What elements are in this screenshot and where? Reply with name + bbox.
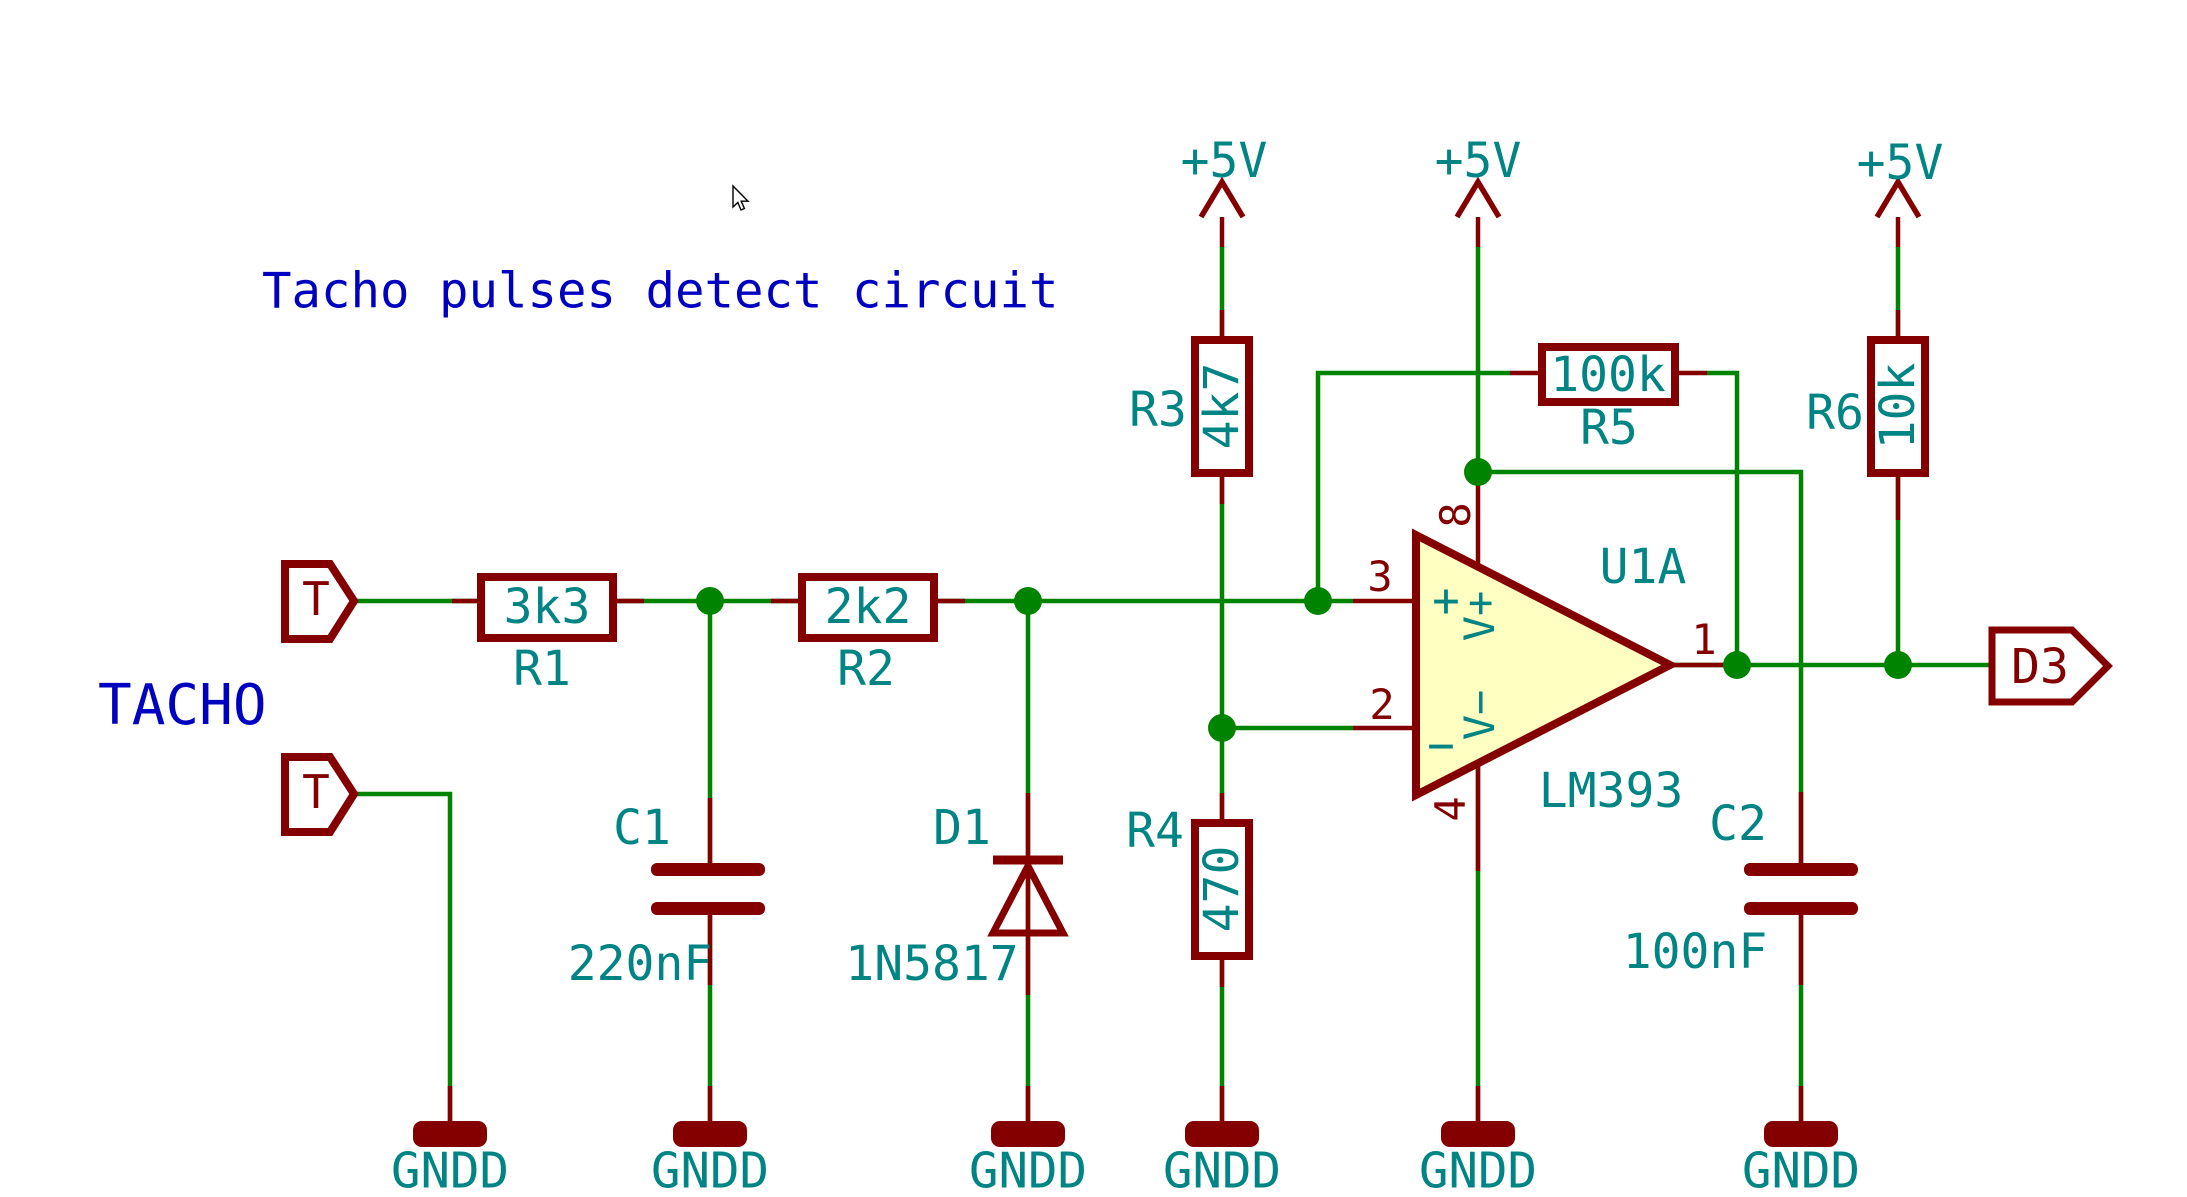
opamp-body[interactable] (1412, 528, 1679, 802)
capacitor-c2[interactable] (1744, 863, 1858, 915)
gnd-bar (413, 1121, 487, 1147)
resistor-r3 (1191, 336, 1253, 477)
gnd-bar (991, 1121, 1065, 1147)
opamp-vminus-marker: V− (1455, 689, 1504, 741)
pin-number-2: 2 (1369, 680, 1395, 729)
connector-d3[interactable] (1988, 626, 2113, 706)
pin-number-8: 8 (1431, 502, 1480, 528)
connector-t-bottom[interactable] (281, 753, 359, 836)
connector-t-top-label: T (302, 572, 330, 626)
ground-label[interactable]: GNDD (1418, 1142, 1538, 1197)
power-label-opamp[interactable]: +5V (1434, 133, 1522, 189)
wire-feedback-left[interactable] (1315, 370, 1510, 601)
pin-number-3: 3 (1367, 552, 1393, 601)
diode-d1[interactable] (987, 855, 1069, 937)
power-label-r3[interactable]: +5V (1180, 133, 1268, 189)
connector-t-bottom-label: T (302, 765, 330, 819)
capacitor-c1[interactable] (651, 863, 765, 915)
connector-t-top[interactable] (281, 560, 359, 643)
r5-ref[interactable]: R5 (1580, 400, 1638, 456)
resistor-r1 (477, 573, 617, 642)
resistor-bodies[interactable] (477, 336, 1929, 960)
pin-number-4: 4 (1426, 796, 1475, 822)
r4-value[interactable]: 470 (1194, 845, 1250, 933)
resistor-r5 (1538, 343, 1679, 406)
opamp-plus-marker: + (1432, 573, 1460, 627)
connector-d3-label: D3 (2011, 639, 2069, 695)
sheet-title[interactable]: Tacho pulses detect circuit (262, 262, 1059, 320)
u1-part[interactable]: LM393 (1538, 763, 1684, 819)
resistor-r4 (1191, 819, 1253, 960)
r1-value[interactable]: 3k3 (503, 579, 591, 635)
r1-ref[interactable]: R1 (513, 641, 571, 697)
ground-label[interactable]: GNDD (1741, 1142, 1861, 1197)
net-label-tacho[interactable]: TACHO (98, 673, 267, 738)
c1-ref[interactable]: C1 (613, 800, 671, 856)
gnd-bar (673, 1121, 747, 1147)
d1-value[interactable]: 1N5817 (845, 936, 1019, 992)
gnd-bar (1441, 1121, 1515, 1147)
resistor-r6 (1867, 336, 1929, 477)
power-arrow-icon (1874, 176, 1922, 219)
r3-ref[interactable]: R3 (1129, 382, 1187, 438)
ground-label[interactable]: GNDD (390, 1142, 510, 1197)
opamp-minus-marker: − (1427, 718, 1455, 772)
ground-label[interactable]: GNDD (968, 1142, 1088, 1197)
r6-value[interactable]: 10k (1870, 362, 1926, 450)
c2-ref[interactable]: C2 (1709, 796, 1767, 852)
ground-symbols[interactable] (413, 1121, 1838, 1147)
opamp-vplus-marker: V+ (1455, 590, 1504, 642)
r2-ref[interactable]: R2 (837, 641, 895, 697)
gnd-bar (1764, 1121, 1838, 1147)
ground-label[interactable]: GNDD (650, 1142, 770, 1197)
power-arrow-icon (1198, 176, 1246, 219)
d1-ref[interactable]: D1 (933, 800, 991, 856)
cursor-pointer-icon (732, 184, 750, 211)
wire-tacho-return[interactable] (354, 791, 453, 1121)
c2-value[interactable]: 100nF (1622, 924, 1768, 980)
u1-ref[interactable]: U1A (1599, 539, 1687, 595)
wire-feedback-right[interactable] (1707, 370, 1740, 665)
wire-vcc-branch[interactable] (1478, 469, 1804, 863)
ground-label[interactable]: GNDD (1162, 1142, 1282, 1197)
c1-value[interactable]: 220nF (567, 936, 713, 992)
gnd-bar (1185, 1121, 1259, 1147)
resistor-r2 (798, 573, 938, 642)
power-label-r6[interactable]: +5V (1856, 135, 1944, 191)
r4-ref[interactable]: R4 (1126, 803, 1184, 859)
component-pins (447, 217, 1901, 1121)
pin-number-1: 1 (1691, 615, 1717, 664)
power-arrows[interactable] (1198, 176, 1922, 219)
junction-dots (696, 458, 1912, 742)
r5-value[interactable]: 100k (1550, 347, 1666, 403)
power-arrow-icon (1454, 176, 1502, 219)
r3-value[interactable]: 4k7 (1194, 362, 1250, 450)
r2-value[interactable]: 2k2 (824, 579, 912, 635)
r6-ref[interactable]: R6 (1806, 385, 1864, 441)
